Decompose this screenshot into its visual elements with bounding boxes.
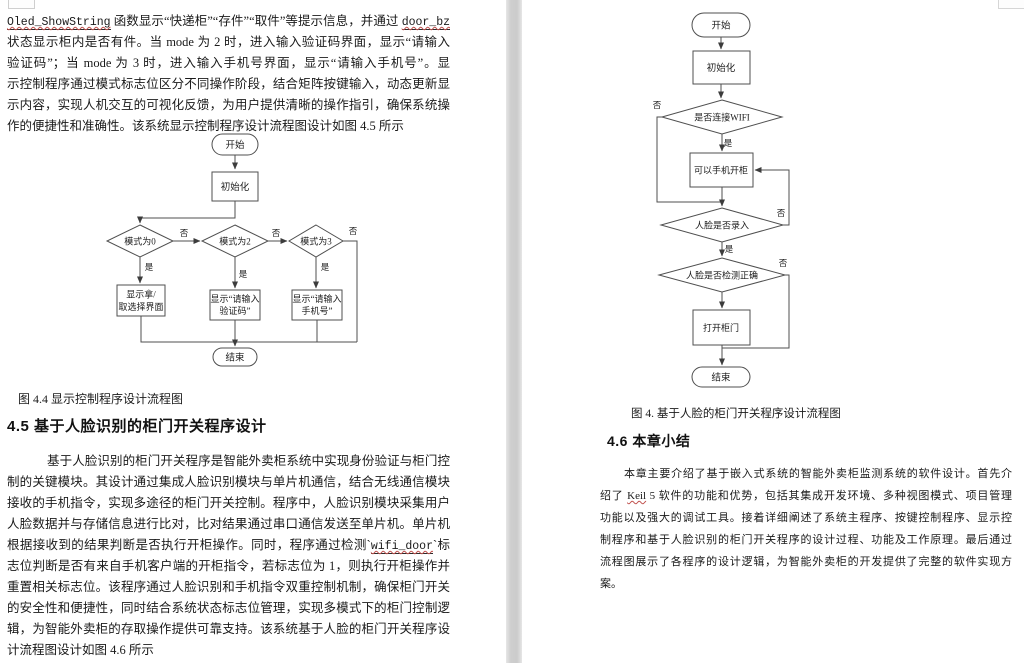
flow-select-screen-label-2: 取选择界面 <box>118 301 163 312</box>
branch-yes-label: 是 <box>725 244 734 254</box>
flow-open-door-label: 打开柜门 <box>703 322 739 333</box>
flow-enter-code-label-1: 显示“请输入 <box>211 293 260 304</box>
flow-end-label: 结束 <box>225 352 245 364</box>
body-line: 示控制程序通过模式标志位区分不同操作阶段，结合矩阵按键输入，动态更新显 <box>7 77 450 91</box>
page-left: Oled_ShowString 函数显示“快递柜”“存件”“取件”等提示信息，并… <box>0 0 506 663</box>
body-line: 绍了 Keil 5 软件的功能和优势，包括其集成开发环境、多种视图模式、项目管理 <box>600 490 1012 502</box>
flow-end-label: 结束 <box>711 372 731 384</box>
flow-enter-phone-label-1: 显示“请输入 <box>293 293 342 304</box>
body-line: 作的便捷性和准确性。该系统显示控制程序设计流程图设计如图 4.5 所示 <box>7 119 404 133</box>
flow-end-node <box>691 366 751 388</box>
flow-end-node <box>212 347 258 367</box>
flow-mode0-label: 模式为0 <box>124 236 156 247</box>
flow-face-correct-label: 人脸是否检测正确 <box>686 270 758 281</box>
flow-start-label: 开始 <box>225 139 245 151</box>
flow-open-door-node <box>692 309 751 346</box>
body-line: 本章主要介绍了基于嵌入式系统的智能外卖柜监测系统的软件设计。首先介 <box>624 468 1012 480</box>
body-line: 制的关键模块。其设计通过集成人脸识别模块与单片机通信，结合无线通信模块 <box>7 475 450 489</box>
flow-init-node <box>211 171 259 202</box>
flow-mode3-label: 模式为3 <box>300 236 332 247</box>
branch-yes-label: 是 <box>321 262 330 272</box>
body-line: 案。 <box>600 578 622 590</box>
body-line: 志位判断是否有来自手机客户端的开柜指令，若标志位为 1，则执行开柜操作并 <box>7 559 450 573</box>
body-line: 计流程图设计如图 4.6 所示 <box>7 643 154 657</box>
body-line: 人脸数据并与存储信息进行比对，比对结果通过串口通信发送至单片机。单片机 <box>7 517 450 531</box>
branch-no-label: 否 <box>653 100 662 110</box>
branch-no-label: 否 <box>349 226 358 236</box>
body-line: 验证码”；当 mode 为 3 时，进入输入手机号界面，显示“请输入手机号”。显 <box>7 56 450 70</box>
flow-wifi-label: 是否连接WIFI <box>694 112 750 123</box>
flow-face-enrolled-label: 人脸是否录入 <box>695 220 749 231</box>
branch-no-label: 否 <box>180 228 189 238</box>
flow-mode2-label: 模式为2 <box>219 236 251 247</box>
branch-yes-label: 是 <box>239 269 248 279</box>
flow-phone-open-label: 可以手机开柜 <box>694 165 748 176</box>
body-line: 接收的手机指令，实现多途径的柜门开关控制。程序中，人脸识别模块采集用户 <box>7 496 450 510</box>
body-line: 根据接收到的结果判断是否执行开柜操作。同时，程序通过检测`wifi_door`标 <box>7 538 450 554</box>
flow-select-screen-node <box>116 284 166 317</box>
flow-start-label: 开始 <box>711 20 731 32</box>
left-flowchart: 开始 初始化 模式为0 否 模式为2 否 模式为3 否 是 是 是 显示拿/ 取… <box>105 133 358 367</box>
section-4-5-heading: 4.5 基于人脸识别的柜门开关程序设计 <box>7 418 267 435</box>
flow-enter-phone-node <box>291 289 343 321</box>
clipped-object-top-left <box>8 0 35 9</box>
flow-init-label: 初始化 <box>707 62 736 74</box>
branch-no-label: 否 <box>779 258 788 268</box>
body-line: 的安全性和便捷性，同时结合系统状态标志位管理，实现多模式下的柜门控制逻 <box>7 601 450 615</box>
figure-4-caption: 图 4. 基于人脸的柜门开关程序设计流程图 <box>631 408 841 420</box>
branch-no-label: 否 <box>777 208 786 218</box>
flow-init-label: 初始化 <box>221 181 250 193</box>
flow-enter-phone-label-2: 手机号” <box>302 305 333 316</box>
flow-enter-code-label-2: 验证码” <box>220 305 251 316</box>
body-line: 状态显示柜内是否有件。当 mode 为 2 时，进入输入验证码界面，显示“请输入 <box>7 35 450 49</box>
body-line: 功能以及强大的调试工具。接着详细阐述了系统主程序、按键控制程序、显示控 <box>600 512 1012 524</box>
body-line: 示内容，实现人机交互的可视化反馈，为用户提供清晰的操作指引，确保系统操 <box>7 98 450 112</box>
right-flowchart: 开始 初始化 是否连接WIFI 否 是 可以手机开柜 人脸是否录入 否 是 人脸… <box>653 12 790 388</box>
body-line: 制程序和基于人脸识别的柜门开关程序的设计过程、功能及工作原理。最后通过 <box>600 534 1012 546</box>
flow-select-screen-label-1: 显示拿/ <box>126 289 156 300</box>
section-4-6-heading: 4.6 本章小结 <box>607 433 691 449</box>
branch-yes-label: 是 <box>724 138 733 148</box>
body-line: Oled_ShowString 函数显示“快递柜”“存件”“取件”等提示信息，并… <box>7 14 450 30</box>
page-gutter <box>506 0 522 663</box>
body-line: 重置相关标志位。该程序通过人脸识别和手机指令双重控制机制，确保柜门开关 <box>7 580 450 594</box>
body-line: 流程图展示了各程序的设计逻辑，为智能外卖柜的开发提供了完整的软件实现方 <box>600 556 1012 568</box>
branch-yes-label: 是 <box>145 262 154 272</box>
branch-no-label: 否 <box>272 228 281 238</box>
flow-init-node <box>692 50 751 85</box>
figure-4-4-caption: 图 4.4 显示控制程序设计流程图 <box>18 392 184 406</box>
clipped-object-top-right <box>998 0 1024 9</box>
body-line: 辑，为智能外卖柜的存取操作提供可靠支持。该系统基于人脸的柜门开关程序设 <box>7 622 450 636</box>
page-right <box>522 0 1024 663</box>
body-line: 基于人脸识别的柜门开关程序是智能外卖柜系统中实现身份验证与柜门控 <box>47 454 450 468</box>
